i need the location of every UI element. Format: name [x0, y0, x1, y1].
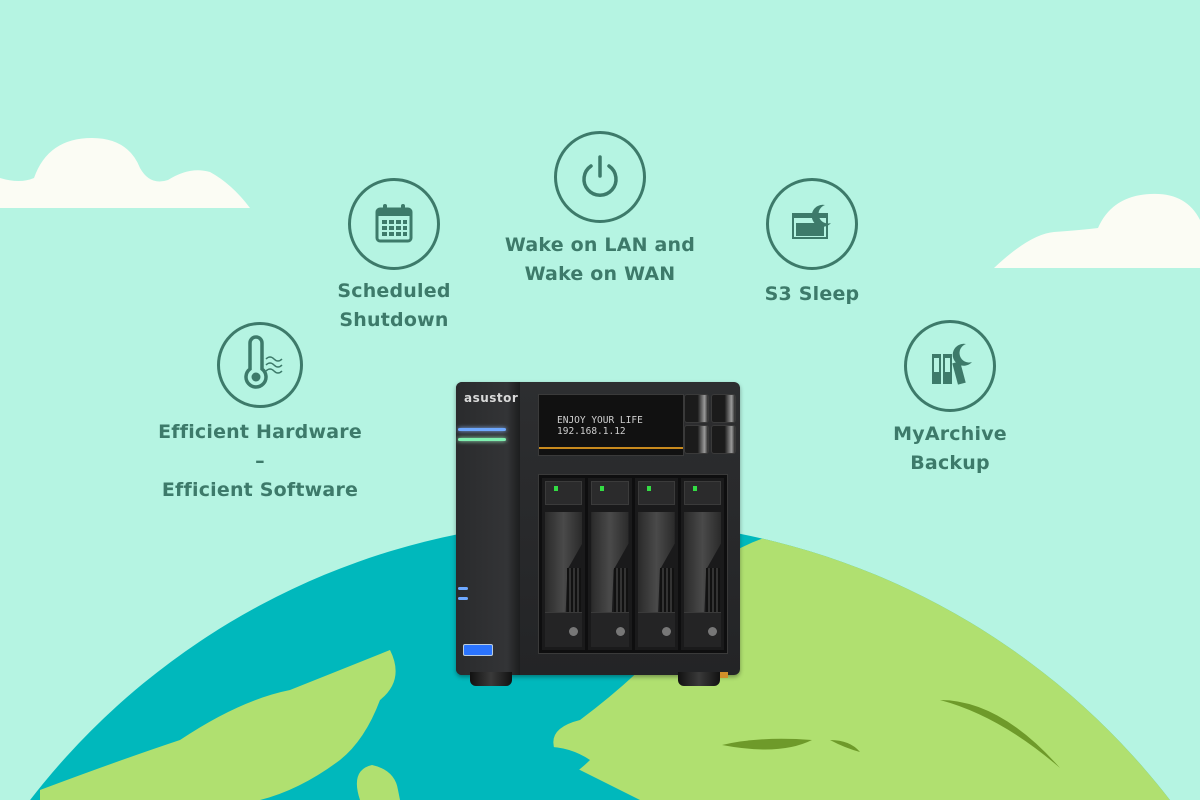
nas-front-panel: asustor	[456, 382, 520, 675]
drive-bay-4	[680, 478, 724, 650]
drive-bay-2	[588, 478, 632, 650]
feature-scheduled-shutdown: Scheduled Shutdown	[334, 178, 454, 335]
cloud-left	[0, 138, 250, 208]
feature-myarchive-backup: MyArchive Backup	[890, 320, 1010, 478]
usb-port	[463, 644, 493, 656]
status-led-green	[458, 438, 506, 441]
lcd-button-up[interactable]	[684, 394, 709, 423]
foot-right	[678, 672, 720, 686]
drive-bay-3	[634, 478, 678, 650]
lcd-button-back[interactable]	[711, 394, 736, 423]
calendar-icon	[348, 178, 440, 270]
feature-label: MyArchive Backup	[893, 423, 1007, 474]
lcd-text: ENJOY YOUR LIFE 192.168.1.12	[557, 415, 643, 437]
archive-moon-icon	[904, 320, 996, 412]
feature-wake-on-lan: Wake on LAN and Wake on WAN	[500, 131, 700, 289]
cloud-right	[994, 193, 1200, 268]
lan-led-2	[458, 597, 468, 600]
feature-s3-sleep: S3 Sleep	[752, 178, 872, 309]
thermometer-icon	[217, 322, 303, 408]
foot-left	[470, 672, 512, 686]
feature-label: S3 Sleep	[764, 283, 860, 305]
lcd-button-enter[interactable]	[711, 425, 736, 454]
feature-label: Efficient Hardware – Efficient Software	[158, 421, 362, 501]
feature-label: Wake on LAN and Wake on WAN	[504, 234, 696, 285]
lcd-accent-stripe	[539, 447, 683, 449]
lcd-button-down[interactable]	[684, 425, 709, 454]
sleep-window-icon	[766, 178, 858, 270]
drive-bay-1	[542, 478, 586, 650]
lcd-control-buttons	[684, 394, 736, 454]
feature-label: Scheduled Shutdown	[337, 280, 451, 331]
feature-efficient-hardware: Efficient Hardware – Efficient Software	[150, 322, 370, 505]
power-icon	[554, 131, 646, 223]
lcd-display: ENJOY YOUR LIFE 192.168.1.12	[538, 394, 684, 456]
brand-logo: asustor	[464, 391, 519, 405]
status-led-blue	[458, 428, 506, 431]
nas-device: asustor ENJOY YOUR LIFE 192.168.1.12	[456, 382, 740, 688]
drive-bays	[538, 474, 728, 654]
lan-led-1	[458, 587, 468, 590]
